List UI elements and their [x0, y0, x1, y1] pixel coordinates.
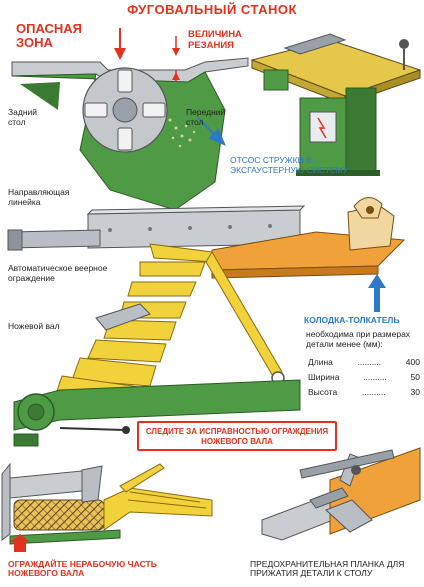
- cutter-head-section: [11, 28, 249, 211]
- cut-depth-label: ВЕЛИЧИНА РЕЗАНИЯ: [188, 29, 242, 51]
- knife-shaft-label: Ножевой вал: [8, 321, 60, 331]
- safety-bar-drawing: [261, 447, 421, 541]
- front-table-label: Передний стол: [186, 107, 226, 127]
- jointer-machine-drawing: [250, 33, 422, 176]
- rear-table-label: Задний стол: [8, 107, 38, 127]
- chip-suction-label: ОТСОС СТРУЖКИ В ЭКСГАУСТЕРНУЮ СИСТЕМУ: [230, 155, 349, 175]
- dimension-row-height: Высота..........30: [308, 386, 420, 397]
- pusher-title: КОЛОДКА-ТОЛКАТЕЛЬ: [304, 315, 400, 325]
- dimensions-list: Длина..........400 Ширина..........50 Вы…: [308, 357, 420, 397]
- danger-zone-label: ОПАСНАЯ ЗОНА: [16, 21, 83, 50]
- fan-guard-label: Автоматическое веерное ограждение: [8, 263, 108, 283]
- pusher-description: необходима при размерах детали менее (мм…: [306, 329, 411, 349]
- guide-ruler-label: Направляющая линейка: [8, 187, 70, 207]
- idle-shaft-guard: [1, 462, 213, 552]
- dimension-row-width: Ширина..........50: [308, 371, 420, 382]
- idle-shaft-caption: ОГРАЖДАЙТЕ НЕРАБОЧУЮ ЧАСТЬ НОЖЕВОГО ВАЛА: [8, 559, 157, 579]
- guard-warning-box: СЛЕДИТЕ ЗА ИСПРАВНОСТЬЮ ОГРАЖДЕНИЯ НОЖЕВ…: [137, 421, 337, 451]
- page-title: ФУГОВАЛЬНЫЙ СТАНОК: [127, 2, 297, 17]
- dimension-row-length: Длина..........400: [308, 357, 420, 367]
- guard-assembly: [7, 197, 406, 447]
- safety-bar-caption: ПРЕДОХРАНИТЕЛЬНАЯ ПЛАНКА ДЛЯ ПРИЖАТИЯ ДЕ…: [250, 559, 405, 579]
